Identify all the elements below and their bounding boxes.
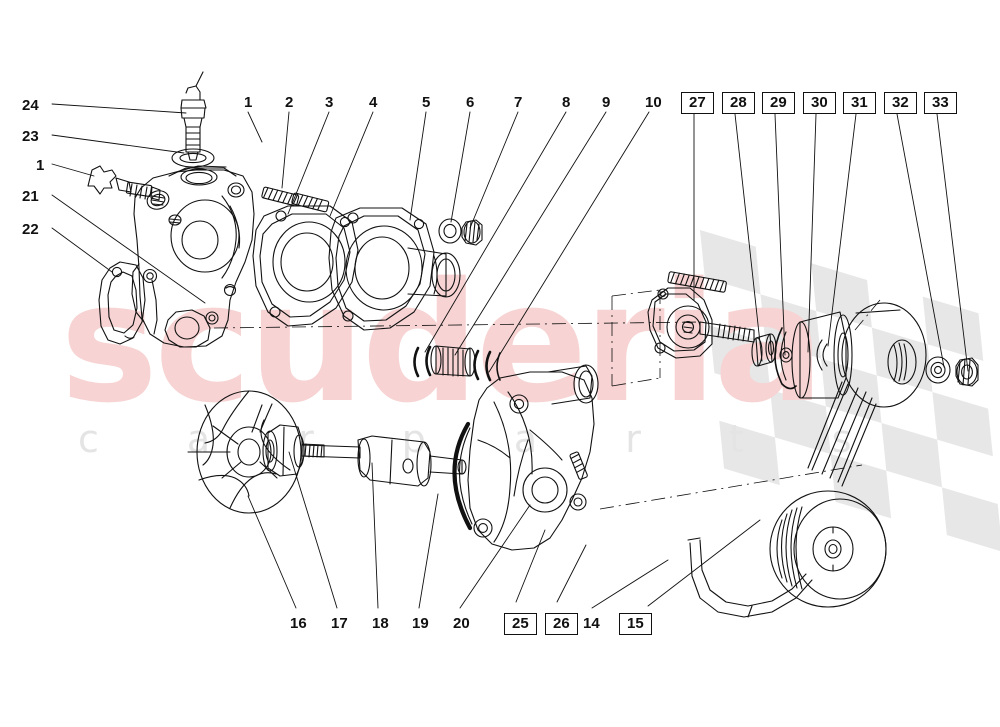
part-5-washer xyxy=(438,218,462,244)
part-15-ribbed-pulley xyxy=(769,490,887,608)
leader-lines-bottom xyxy=(247,451,761,609)
part-20-pump-body xyxy=(467,364,599,551)
leader-lines-top xyxy=(247,111,969,373)
callout-label-27: 27 xyxy=(681,92,714,114)
callout-label-7: 7 xyxy=(514,94,523,111)
part-19-snap-ring-inner xyxy=(458,427,473,525)
part-16-impeller xyxy=(187,390,302,514)
centre-lines xyxy=(213,289,881,510)
part-22-gasket xyxy=(98,261,146,345)
callout-label-1b: 1 xyxy=(244,94,253,111)
callout-label-15: 15 xyxy=(619,613,652,635)
part-18-pump-shaft xyxy=(301,435,467,487)
part-30-spacer-bush xyxy=(751,333,777,367)
parts-7-10-seal-ring-stack xyxy=(413,345,501,382)
callout-label-16: 16 xyxy=(290,615,307,632)
part-33-pulley-hub xyxy=(841,302,927,408)
callout-label-33: 33 xyxy=(924,92,957,114)
part-washer-far-right xyxy=(925,356,951,384)
callout-label-17: 17 xyxy=(331,615,348,632)
callout-label-28: 28 xyxy=(722,92,755,114)
part-14-drive-belt xyxy=(687,381,877,618)
part-32-bearing xyxy=(791,311,853,399)
callout-label-20: 20 xyxy=(453,615,470,632)
callout-label-29: 29 xyxy=(762,92,795,114)
part-nut-far-right xyxy=(955,357,979,387)
callout-label-25: 25 xyxy=(504,613,537,635)
part-28-stud-upper xyxy=(667,271,727,293)
leader-lines-left xyxy=(51,103,206,304)
part-6-nut xyxy=(461,219,483,246)
watermark-tagline: carparts xyxy=(78,417,940,461)
callout-label-3: 3 xyxy=(325,94,334,111)
callout-label-14: 14 xyxy=(583,615,600,632)
callout-label-9: 9 xyxy=(602,94,611,111)
watermark-brand: scuderia xyxy=(60,247,821,439)
callout-label-26: 26 xyxy=(545,613,578,635)
callout-label-23: 23 xyxy=(22,128,39,145)
part-21-pump-housing xyxy=(131,165,255,348)
part-4-pump-cover xyxy=(328,207,461,331)
callout-label-1a: 1 xyxy=(36,157,45,174)
callout-label-21: 21 xyxy=(22,188,39,205)
callout-label-8: 8 xyxy=(562,94,571,111)
callout-label-32: 32 xyxy=(884,92,917,114)
part-27-tensioner-bracket xyxy=(647,287,713,359)
part-31-retaining-clip xyxy=(774,327,797,390)
callout-label-22: 22 xyxy=(22,221,39,238)
callout-label-10: 10 xyxy=(645,94,662,111)
callout-label-31: 31 xyxy=(843,92,876,114)
part-1-sender-switch-left xyxy=(87,165,161,201)
callout-label-6: 6 xyxy=(466,94,475,111)
checkered-flag-watermark xyxy=(700,229,1000,552)
callout-label-18: 18 xyxy=(372,615,389,632)
part-23-sealing-washer xyxy=(171,148,215,168)
callout-label-5: 5 xyxy=(422,94,431,111)
part-3-cover-gasket xyxy=(252,205,359,327)
part-24-temperature-sender xyxy=(180,71,207,161)
callout-label-30: 30 xyxy=(803,92,836,114)
part-2-studs xyxy=(261,186,330,213)
callout-label-24: 24 xyxy=(22,97,39,114)
callout-label-19: 19 xyxy=(412,615,429,632)
callout-label-4: 4 xyxy=(369,94,378,111)
part-19-snap-ring xyxy=(452,421,473,531)
callout-label-2: 2 xyxy=(285,94,294,111)
part-17-hub-collar xyxy=(262,424,305,477)
